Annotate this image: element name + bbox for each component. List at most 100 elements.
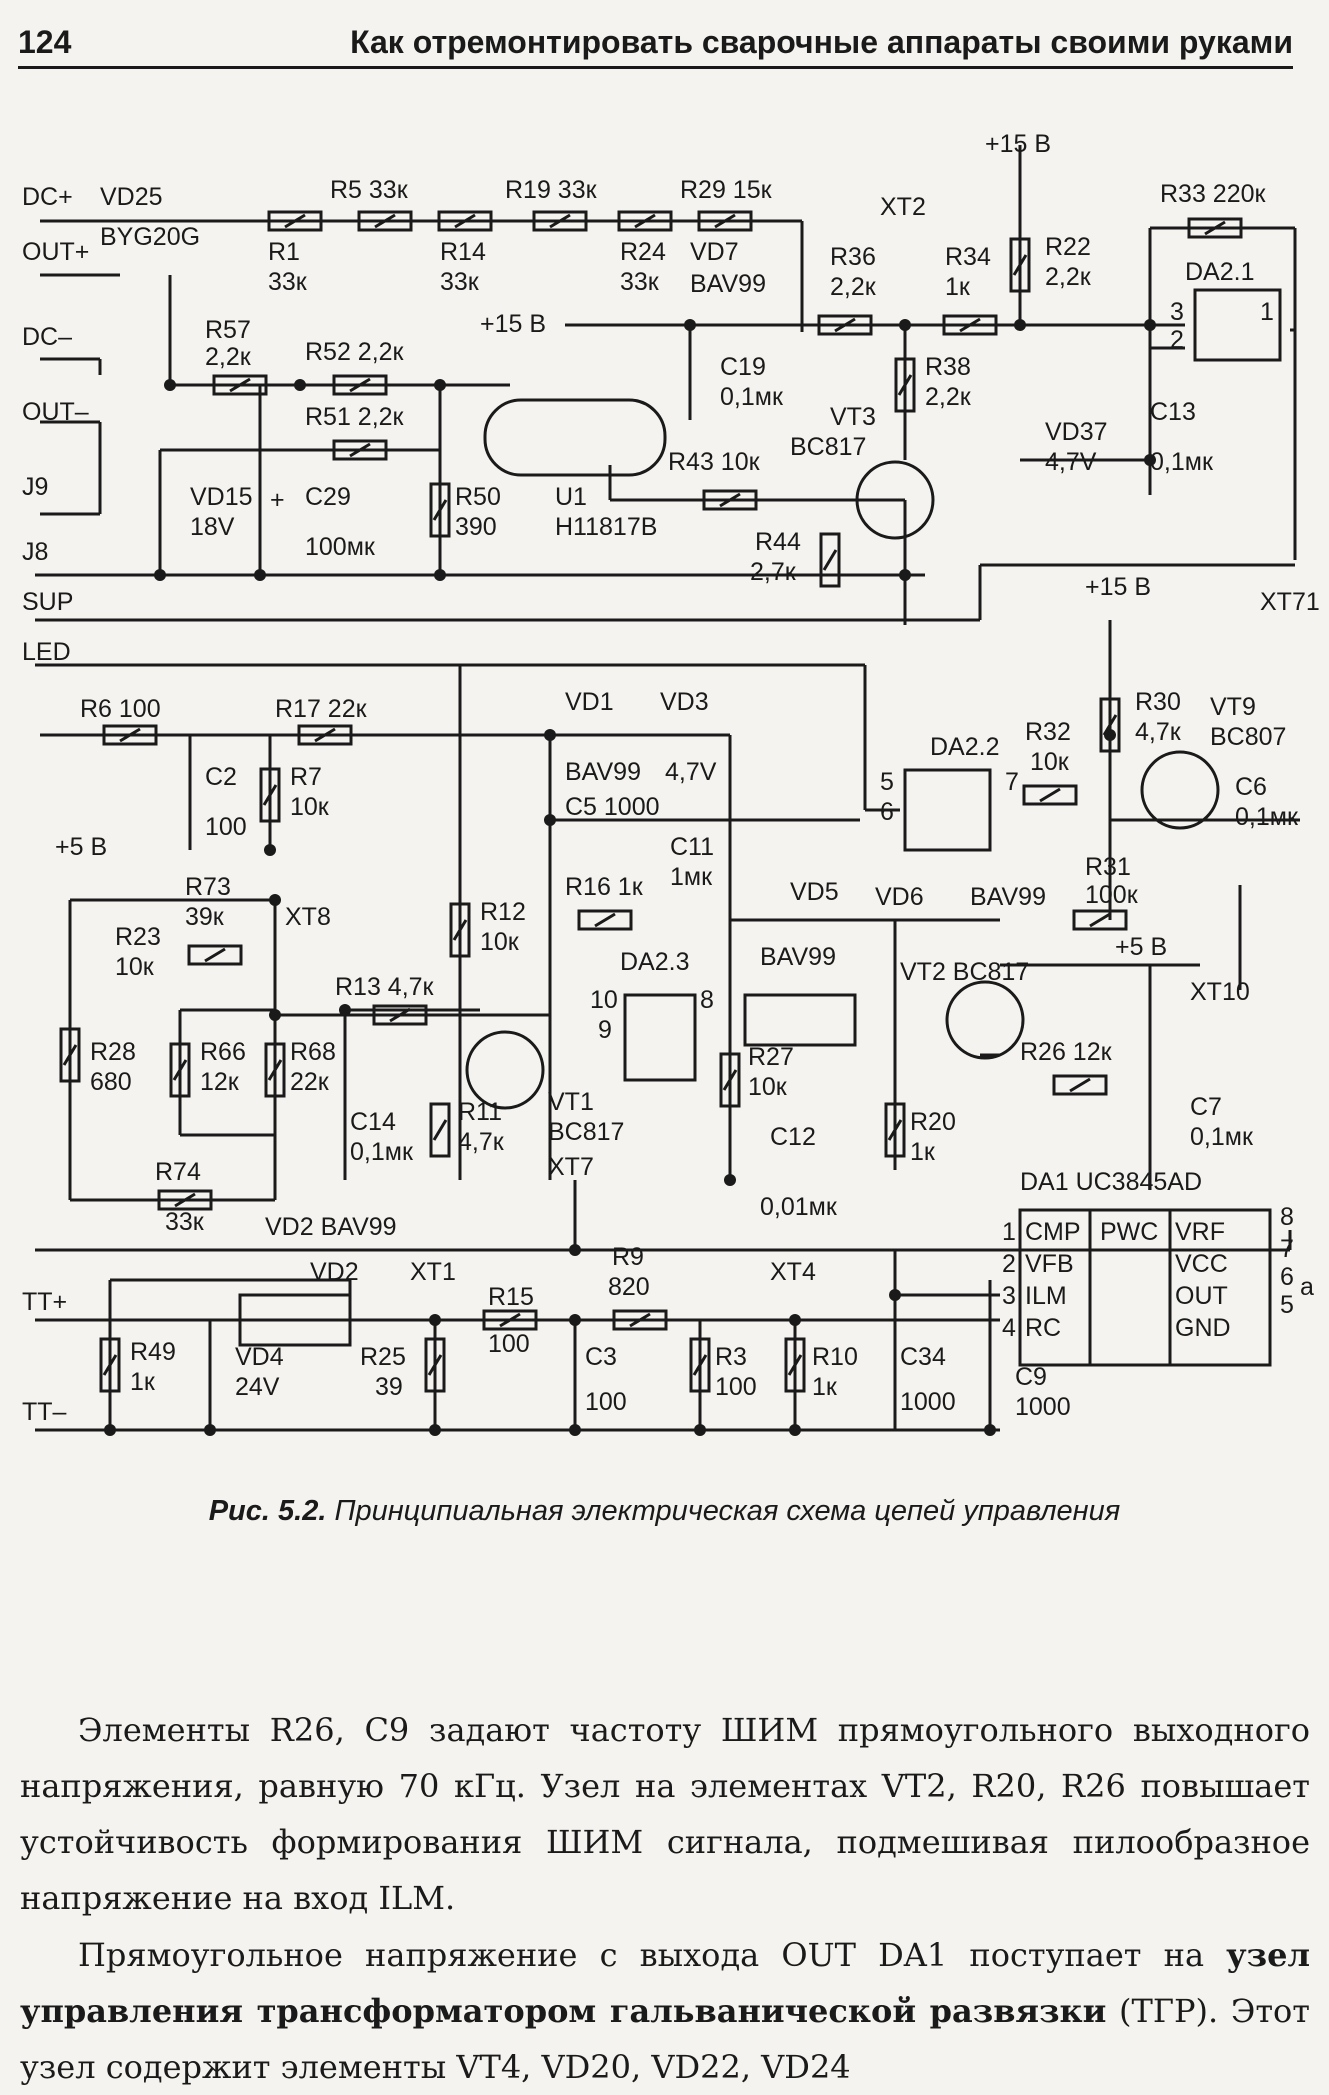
r22-value: 2,2к: [1045, 263, 1092, 291]
da21-pin2: 2: [1170, 326, 1184, 354]
vd25-label: VD25: [100, 183, 163, 211]
r23-label: R23: [115, 923, 161, 951]
da1-rc: RC: [1025, 1314, 1061, 1342]
r20-value: 1к: [910, 1138, 936, 1166]
vt3-label: VT3: [830, 403, 876, 431]
running-title: Как отремонтировать сварочные аппараты с…: [350, 24, 1293, 60]
dc-minus-terminal: DC–: [22, 323, 72, 351]
vt9-type: BC807: [1210, 723, 1286, 751]
vd6-label: VD6: [875, 883, 924, 911]
circuit-schematic: DC+ OUT+ DC– OUT– J9 J8 SUP LED TT+ TT– …: [22, 130, 1320, 1436]
plus5-right: +5 В: [1115, 933, 1167, 961]
r30-value: 4,7к: [1135, 718, 1182, 746]
da1-pwc: PWC: [1100, 1218, 1158, 1246]
r5-label: R5 33к: [330, 176, 409, 204]
r49-label: R49: [130, 1338, 176, 1366]
da1-label: DA1 UC3845AD: [1020, 1168, 1202, 1196]
r36-value: 2,2к: [830, 273, 877, 301]
vd4-value: 24V: [235, 1373, 280, 1401]
r24-label: R24: [620, 238, 666, 266]
paragraph-2: Прямоугольное напряжение с выхода OUT DA…: [20, 1927, 1310, 2095]
da1-pin5: 5: [1280, 1291, 1294, 1319]
da1-cmp: CMP: [1025, 1218, 1081, 1246]
r66-value: 12к: [200, 1068, 240, 1096]
c5-label: C5 1000: [565, 793, 660, 821]
r15-label: R15: [488, 1283, 534, 1311]
da23-label: DA2.3: [620, 948, 689, 976]
r31-resistor: [1072, 909, 1128, 931]
vd1-type: BAV99: [565, 758, 641, 786]
vt3-transistor: [855, 460, 935, 540]
r44-resistor: [819, 532, 841, 588]
da1-ilm: ILM: [1025, 1282, 1067, 1310]
r73-label: R73: [185, 873, 231, 901]
plus15-top: +15 В: [985, 130, 1051, 158]
c9-label: C9: [1015, 1363, 1047, 1391]
c29-polarity: +: [270, 486, 285, 514]
c9-value: 1000: [1015, 1393, 1071, 1421]
xt8-label: XT8: [285, 903, 331, 931]
vd2-bav-label: VD2 BAV99: [265, 1213, 397, 1241]
node-a: а: [1300, 1273, 1314, 1301]
c12-value: 0,01мк: [760, 1193, 838, 1221]
plus15-mid: +15 В: [1085, 573, 1151, 601]
sup-terminal: SUP: [22, 588, 73, 616]
vd5-type: BAV99: [760, 943, 836, 971]
c13-label: C13: [1150, 398, 1196, 426]
vd25-type: BYG20G: [100, 223, 200, 251]
r32-value: 10к: [1030, 748, 1070, 776]
da22-block: [903, 768, 992, 852]
xt4-label: XT4: [770, 1258, 816, 1286]
j9-terminal: J9: [22, 473, 48, 501]
r52-label: R52 2,2к: [305, 338, 405, 366]
xt1-label: XT1: [410, 1258, 456, 1286]
r1-label: R1: [268, 238, 300, 266]
r38-label: R38: [925, 353, 971, 381]
da1-vfb: VFB: [1025, 1250, 1074, 1278]
c14-value: 0,1мк: [350, 1138, 414, 1166]
r10-value: 1к: [812, 1373, 838, 1401]
r25-value: 39: [375, 1373, 403, 1401]
c6-label: C6: [1235, 773, 1267, 801]
da22-pin7: 7: [1005, 768, 1019, 796]
r74-value: 33к: [165, 1208, 205, 1236]
r26-label: R26 12к: [1020, 1038, 1113, 1066]
vt1-label: VT1: [548, 1088, 594, 1116]
r73-resistor: [187, 944, 243, 966]
r3-value: 100: [715, 1373, 757, 1401]
r30-label: R30: [1135, 688, 1181, 716]
r31-label: R31: [1085, 853, 1131, 881]
paragraph-2-bold: узел управления трансформатором гальвани…: [20, 1936, 1310, 2030]
r16-resistor: [577, 909, 633, 931]
r17-label: R17 22к: [275, 695, 368, 723]
c11-value: 1мк: [670, 863, 713, 891]
da21-pin3: 3: [1170, 298, 1184, 326]
r13-label: R13 4,7к: [335, 973, 435, 1001]
r24-value: 33к: [620, 268, 660, 296]
c3-label: C3: [585, 1343, 617, 1371]
r68-value: 22к: [290, 1068, 330, 1096]
xt7-label: XT7: [548, 1153, 594, 1181]
da22-pin5: 5: [880, 768, 894, 796]
r9-label: R9: [612, 1243, 644, 1271]
r49-value: 1к: [130, 1368, 156, 1396]
c2-label: C2: [205, 763, 237, 791]
vt2-transistor: [945, 980, 1025, 1060]
vd6-type: BAV99: [970, 883, 1046, 911]
da1-vcc: VCC: [1175, 1250, 1228, 1278]
dc-plus-terminal: DC+: [22, 183, 73, 211]
r11-resistor: [429, 1102, 451, 1158]
vd37-value: 4,7V: [1045, 448, 1097, 476]
c34-value: 1000: [900, 1388, 956, 1416]
c34-label: C34: [900, 1343, 946, 1371]
da1-pin2: 2: [1002, 1250, 1016, 1278]
r32-resistor: [1022, 784, 1078, 806]
r12-value: 10к: [480, 928, 520, 956]
r23-value: 10к: [115, 953, 155, 981]
c7-label: C7: [1190, 1093, 1222, 1121]
led-terminal: LED: [22, 638, 71, 666]
da1-out: OUT: [1175, 1282, 1228, 1310]
vd15-value: 18V: [190, 513, 235, 541]
da21-label: DA2.1: [1185, 258, 1254, 286]
r7-value: 10к: [290, 793, 330, 821]
